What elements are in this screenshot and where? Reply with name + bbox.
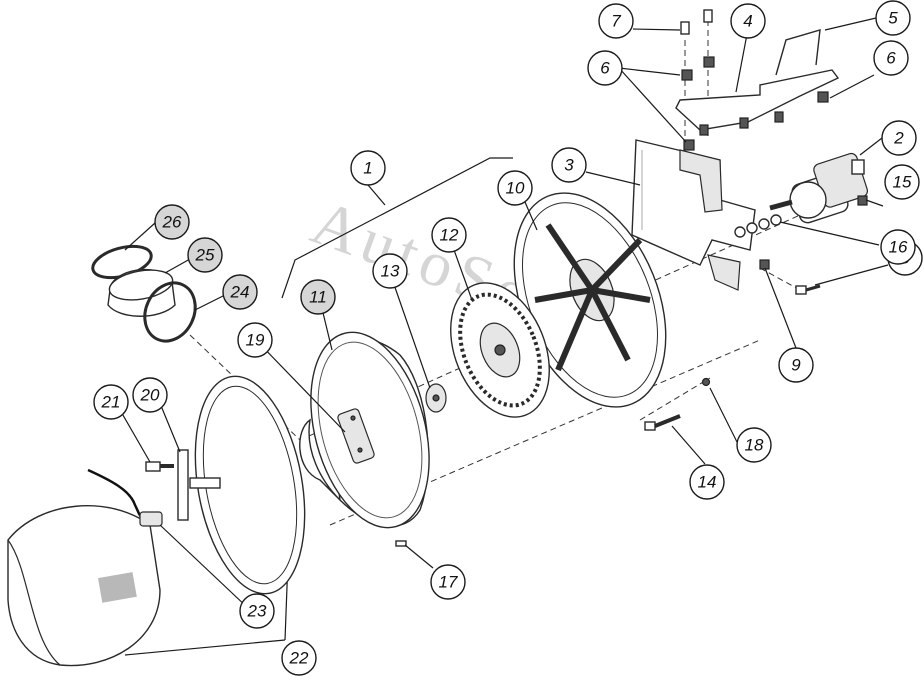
callout-23: 23: [239, 593, 275, 629]
callout-1: 1: [350, 150, 386, 186]
callout-11-label: 11: [309, 288, 327, 307]
callout-4-label: 4: [743, 12, 752, 31]
callout-3-label: 3: [564, 156, 574, 175]
callout-25-label: 25: [195, 246, 215, 265]
callout-9-label: 9: [791, 356, 801, 375]
part-21-bolt: [145, 461, 174, 472]
callout-21: 21: [93, 384, 129, 420]
callout-20-label: 20: [140, 386, 160, 405]
callout-17: 17: [430, 564, 466, 600]
callout-2-label: 2: [893, 129, 904, 148]
part-4-top-bracket: [675, 69, 840, 136]
part-17-screw: [395, 540, 407, 547]
part-19-cover-plate: [337, 408, 375, 464]
part-24-clamp: [143, 281, 197, 343]
part-22-front-ring: [194, 375, 306, 595]
callout-13: 13: [372, 253, 408, 289]
callout-26: 26: [154, 204, 190, 240]
callout-12-label: 12: [440, 226, 459, 245]
callout-12: 12: [431, 217, 467, 253]
callout-14: 14: [689, 464, 725, 500]
callout-16-label: 16: [889, 238, 908, 257]
part-5-u-bolt: [775, 29, 821, 76]
part-22-guard-cylinder: [7, 505, 161, 667]
callout-21-label: 21: [101, 393, 121, 412]
part-13-hub: [425, 383, 447, 413]
callout-6a-label: 6: [600, 59, 610, 78]
callout-7-label: 7: [611, 12, 621, 31]
callout-13-label: 13: [381, 262, 400, 281]
part-11-front-housing: [299, 331, 430, 529]
callout-19-label: 19: [246, 331, 265, 350]
callout-22-label: 22: [289, 649, 309, 668]
callout-1-label: 1: [363, 159, 372, 178]
part-8-bolt: [795, 284, 821, 295]
callout-6b: 6: [873, 40, 909, 76]
part-15-nut: [857, 195, 868, 206]
part-9-nut: [759, 259, 770, 270]
part-6-nuts: [681, 56, 829, 151]
assembly-1-bracket: [281, 157, 513, 299]
callout-4: 4: [730, 3, 766, 39]
assembly-22-bracket-a: [124, 639, 286, 656]
callout-18-label: 18: [745, 436, 764, 455]
part-16-washers: [734, 214, 782, 238]
callout-2: 2: [881, 120, 917, 156]
callout-22: 22: [281, 640, 317, 676]
part-18-nut: [701, 377, 711, 387]
callout-18: 18: [736, 427, 772, 463]
callout-24: 24: [222, 274, 258, 310]
callout-26-label: 26: [162, 213, 182, 232]
callout-17-label: 17: [439, 573, 458, 592]
callout-24-label: 24: [230, 283, 250, 302]
callout-15-label: 15: [893, 173, 912, 192]
callout-14-label: 14: [698, 473, 717, 492]
callout-9: 9: [778, 347, 814, 383]
part-25-collar: [107, 268, 176, 317]
callout-16: 16: [880, 229, 916, 265]
callout-20: 20: [132, 377, 168, 413]
callout-19: 19: [237, 322, 273, 358]
callout-25: 25: [187, 237, 223, 273]
leader-lines: [115, 17, 889, 610]
part-3-mounting-plate: [631, 139, 756, 291]
callout-6a: 6: [587, 50, 623, 86]
callout-6b-label: 6: [886, 49, 896, 68]
callout-10: 10: [497, 170, 533, 206]
callout-23-label: 23: [247, 602, 267, 621]
part-2-motor: [769, 152, 869, 224]
part-12-impeller: [450, 282, 550, 418]
callout-5-label: 5: [888, 9, 898, 28]
callout-11: 11: [300, 279, 336, 315]
callout-10-label: 10: [506, 179, 525, 198]
callout-3: 3: [551, 147, 587, 183]
part-20-bracket-strip: [177, 449, 221, 521]
part-14-bolt: [644, 414, 681, 431]
callout-15: 15: [884, 164, 920, 200]
part-23-sensor: [87, 468, 163, 527]
callout-5: 5: [875, 0, 911, 36]
part-7-bolts: [680, 9, 713, 35]
callout-7: 7: [598, 3, 634, 39]
